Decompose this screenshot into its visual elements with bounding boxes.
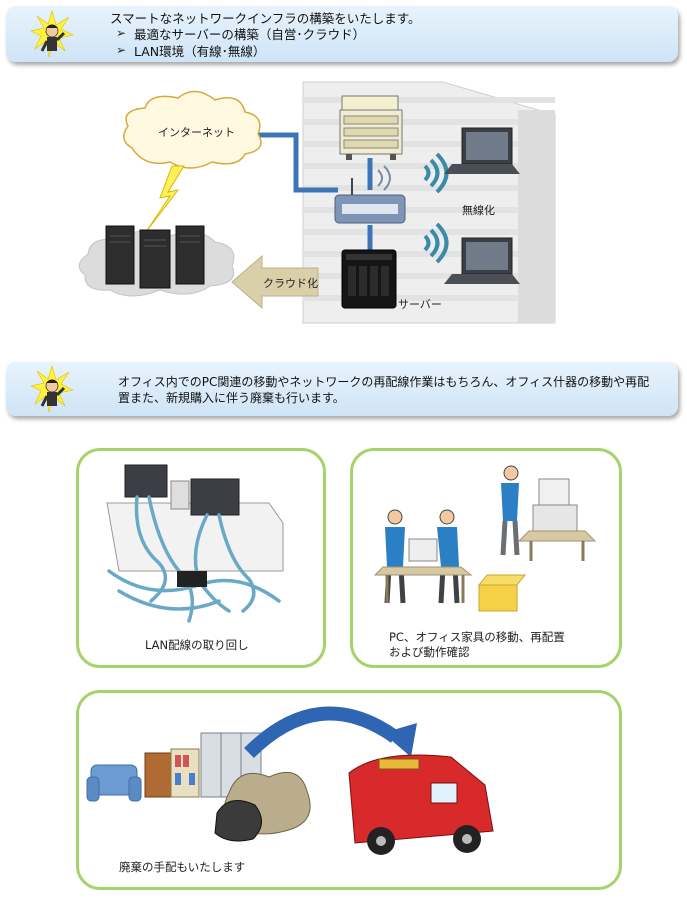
copier-icon: [339, 95, 403, 160]
banner-2-line-1: オフィス内でのPC関連の移動やネットワークの再配線作業はもちろん、オフィス什器の…: [118, 375, 650, 389]
banner-1-title: スマートなネットワークインフラの構築をいたします。: [110, 11, 421, 26]
cloud-migration-arrow-icon: [231, 254, 319, 310]
network-diagram: インターネット 無線化 クラウド化 サーバー: [0, 70, 687, 340]
network-diagram-art: [78, 81, 556, 324]
laptop-icon-top: [444, 127, 520, 174]
internet-label: インターネット: [158, 126, 235, 139]
disposal-illustration: [86, 706, 494, 855]
bullet-mark-icon: ➢: [116, 43, 127, 57]
office-moving-illustration: [373, 465, 597, 612]
cloud-label: クラウド化: [263, 277, 318, 290]
laptop-icon-bottom: [444, 237, 520, 284]
card-disposal: 廃棄の手配もいたします: [76, 690, 622, 890]
pointing-person-icon: [30, 9, 74, 58]
intro-banner-2: オフィス内でのPC関連の移動やネットワークの再配線作業はもちろん、オフィス什器の…: [6, 362, 678, 416]
card-office-moving: PC、オフィス家具の移動、再配置 および動作確認: [350, 448, 622, 668]
garbage-truck-icon: [348, 754, 494, 855]
lightning-bolt-icon: [145, 165, 185, 233]
move-caption-line-1: PC、オフィス家具の移動、再配置: [389, 630, 565, 644]
cloud-datacenter-icon: [78, 225, 235, 297]
banner-2-line-2: 置また、新規購入に伴う廃棄も行います。: [118, 391, 345, 405]
wireless-router-icon: [334, 165, 406, 224]
sofa-icon: [86, 764, 142, 802]
pointing-person-icon: [30, 364, 74, 413]
intro-banner-1: スマートなネットワークインフラの構築をいたします。 ➢ 最適なサーバーの構築（自…: [6, 6, 678, 62]
banner-1-bullet-2: LAN環境（有線･無線）: [134, 44, 266, 59]
bullet-mark-icon: ➢: [116, 26, 127, 40]
lan-cable-lines: [258, 132, 373, 250]
card-lan-wiring: LAN配線の取り回し: [76, 448, 326, 668]
lan-wiring-illustration: [106, 464, 284, 623]
server-label: サーバー: [398, 298, 442, 311]
lan-caption: LAN配線の取り回し: [145, 638, 249, 652]
move-caption-line-2: および動作確認: [389, 645, 470, 659]
disposal-arrow-icon: [244, 706, 400, 758]
wireless-label: 無線化: [462, 204, 495, 217]
banner-1-bullet-1: 最適なサーバーの構築（自営･クラウド）: [134, 27, 366, 42]
disposal-caption: 廃棄の手配もいたします: [119, 860, 246, 874]
internet-cloud-icon: [123, 90, 262, 169]
nas-server-icon: [341, 249, 397, 309]
